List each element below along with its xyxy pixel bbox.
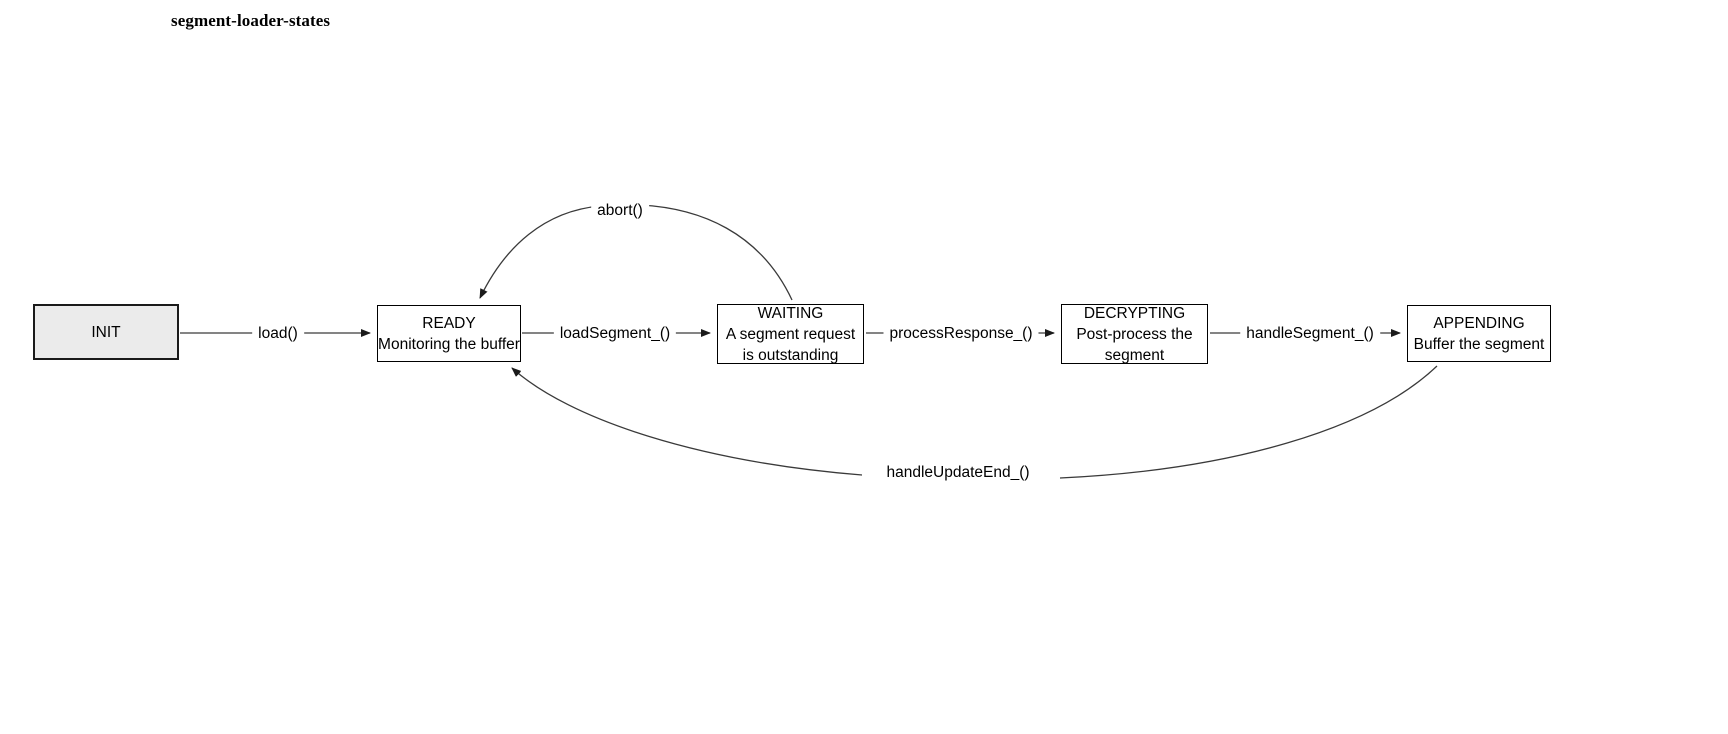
edge-appending-to-ready-handleupdateend	[511, 365, 1438, 479]
edge-waiting-to-ready-abort	[479, 204, 793, 301]
state-node-decrypting-line-1: Post-process the	[1076, 325, 1193, 343]
edge-label-init-to-ready: load()	[252, 325, 304, 343]
state-node-appending-line-0: APPENDING	[1433, 314, 1525, 332]
state-node-decrypting-line-0: DECRYPTING	[1083, 304, 1186, 322]
page-title: segment-loader-states	[171, 11, 331, 30]
state-node-waiting-line-2: is outstanding	[742, 346, 839, 364]
state-node-decrypting[interactable]: DECRYPTING Post-process the segment	[1061, 304, 1208, 364]
edge-label-waiting-to-decrypting: processResponse_()	[883, 325, 1039, 343]
state-node-waiting[interactable]: WAITING A segment request is outstanding	[717, 304, 864, 364]
state-node-init[interactable]: INIT	[33, 304, 179, 360]
edge-label-decrypting-to-appending: handleSegment_()	[1240, 325, 1380, 343]
state-node-waiting-line-1: A segment request	[725, 325, 856, 343]
edge-label-waiting-to-ready: abort()	[591, 202, 649, 220]
state-node-appending-line-1: Buffer the segment	[1413, 335, 1545, 353]
state-node-ready-line-1: Monitoring the buffer	[378, 335, 520, 353]
edge-label-appending-to-ready: handleUpdateEnd_()	[880, 464, 1036, 482]
edge-label-ready-to-waiting: loadSegment_()	[553, 325, 677, 343]
state-node-init-line-0: INIT	[91, 323, 121, 341]
state-node-ready-line-0: READY	[422, 314, 476, 332]
state-node-waiting-line-0: WAITING	[757, 304, 824, 322]
state-node-decrypting-line-2: segment	[1104, 346, 1165, 364]
state-node-ready[interactable]: READY Monitoring the buffer	[377, 305, 521, 362]
state-node-appending[interactable]: APPENDING Buffer the segment	[1407, 305, 1551, 362]
